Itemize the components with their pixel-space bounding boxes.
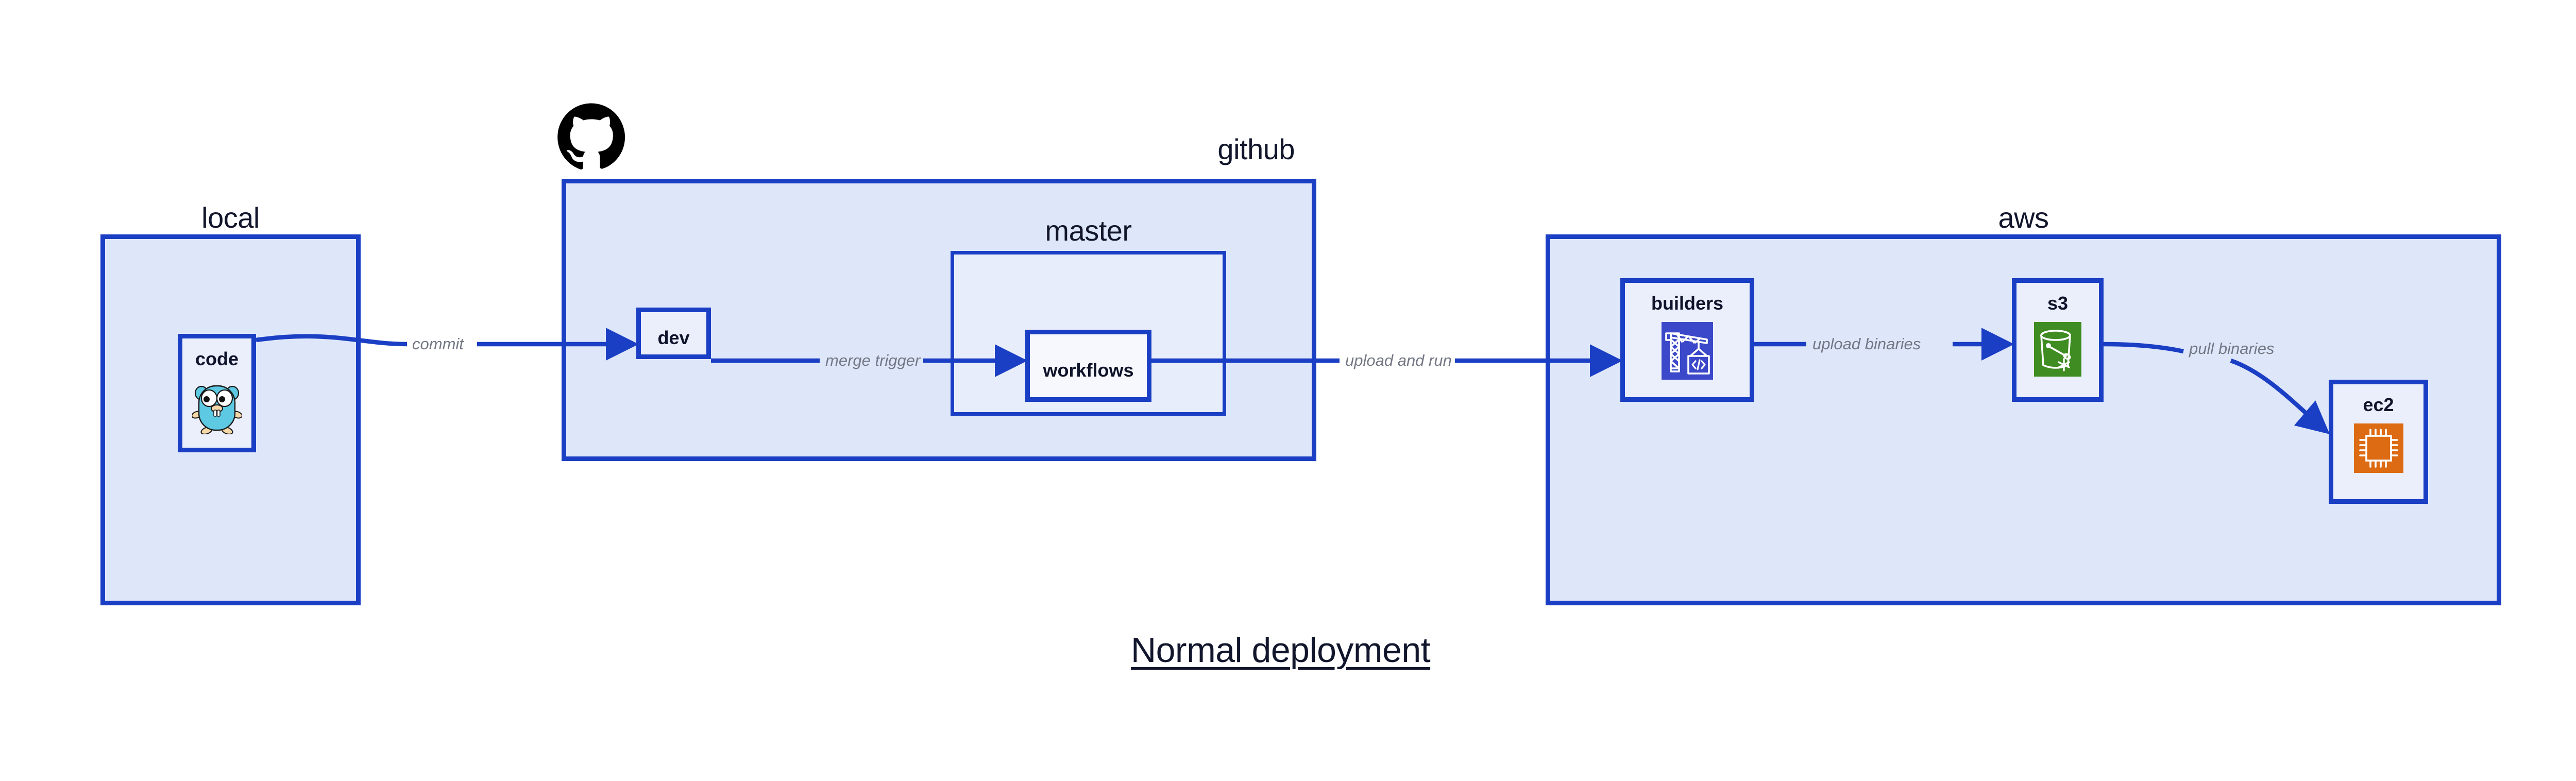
aws-ec2-chip-icon xyxy=(2353,423,2403,473)
node-dev[interactable]: dev xyxy=(636,308,711,359)
node-label-workflows: workflows xyxy=(1043,360,1134,381)
aws-codebuild-crane-icon xyxy=(1662,322,1713,380)
node-s3[interactable]: s3 xyxy=(2012,278,2104,402)
group-label-local: local xyxy=(201,201,260,234)
edge-label-commit: commit xyxy=(409,336,467,352)
group-label-github: github xyxy=(1217,133,1295,165)
node-label-builders: builders xyxy=(1651,293,1724,314)
diagram-title: Normal deployment xyxy=(1131,631,1431,670)
edge-label-merge-trigger: merge trigger xyxy=(822,352,924,368)
group-label-aws: aws xyxy=(1998,201,2049,234)
node-label-dev: dev xyxy=(657,327,690,348)
edge-label-upload-and-run: upload and run xyxy=(1342,352,1455,368)
edge-label-upload-binaries: upload binaries xyxy=(1809,336,1924,352)
group-label-master: master xyxy=(1045,214,1132,247)
node-label-s3: s3 xyxy=(2047,293,2069,314)
node-label-ec2: ec2 xyxy=(2363,394,2394,415)
edge-label-pull-binaries: pull binaries xyxy=(2186,341,2278,356)
aws-s3-bucket-icon xyxy=(2034,322,2081,377)
node-ec2[interactable]: ec2 xyxy=(2329,380,2428,504)
node-code[interactable]: code xyxy=(178,334,256,452)
node-workflows[interactable]: workflows xyxy=(1025,330,1151,402)
node-builders[interactable]: builders xyxy=(1620,278,1754,402)
go-gopher-icon xyxy=(191,378,243,435)
node-label-code: code xyxy=(195,348,239,369)
